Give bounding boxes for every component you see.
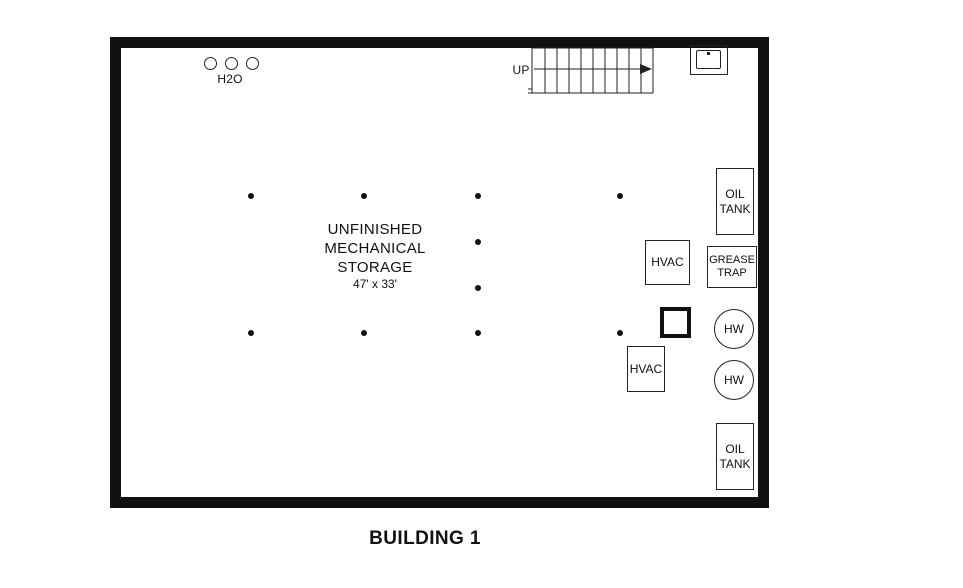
water-heater-lower: HW xyxy=(714,360,754,400)
building-outer-wall xyxy=(110,37,769,508)
hvac-lower: HVAC xyxy=(627,346,665,392)
hvac-upper-label: HVAC xyxy=(651,255,684,269)
hw-lower-label: HW xyxy=(724,373,744,387)
grease-trap: GREASE TRAP xyxy=(707,246,757,288)
room-size: 47' x 33' xyxy=(353,277,397,291)
oil-tank-top: OIL TANK xyxy=(716,168,754,235)
structural-post xyxy=(475,193,481,199)
room-name-line-3: STORAGE xyxy=(337,259,413,276)
structural-post xyxy=(475,239,481,245)
mechanical-chase xyxy=(660,307,691,338)
water-meter-1 xyxy=(204,57,217,70)
stairs xyxy=(528,47,654,94)
oil-tank-bottom-line-2: TANK xyxy=(719,456,751,471)
sink-basin xyxy=(696,50,721,69)
water-heater-upper: HW xyxy=(714,309,754,349)
hvac-lower-label: HVAC xyxy=(629,361,663,376)
room-name-line-2: MECHANICAL xyxy=(324,240,426,257)
h2o-label: H2O xyxy=(217,72,243,86)
room-name: UNFINISHED MECHANICAL STORAGE xyxy=(280,220,470,277)
oil-tank-bottom-line-1: OIL xyxy=(725,441,745,456)
structural-post xyxy=(617,193,623,199)
building-title: BUILDING 1 xyxy=(369,528,481,549)
room-name-line-1: UNFINISHED xyxy=(327,221,423,238)
structural-post xyxy=(248,193,254,199)
structural-post xyxy=(361,193,367,199)
structural-post xyxy=(617,330,623,336)
water-meter-3 xyxy=(246,57,259,70)
water-meter-2 xyxy=(225,57,238,70)
structural-post xyxy=(475,285,481,291)
structural-post xyxy=(248,330,254,336)
sink-faucet-icon xyxy=(707,52,710,55)
hvac-upper: HVAC xyxy=(645,240,690,285)
stairs-up-label: UP xyxy=(512,63,530,77)
utility-sink xyxy=(690,45,728,75)
grease-trap-line-2: TRAP xyxy=(717,267,747,279)
grease-trap-line-1: GREASE xyxy=(709,254,755,266)
hw-upper-label: HW xyxy=(724,322,744,336)
oil-tank-top-line-2: TANK xyxy=(719,201,751,216)
oil-tank-bottom: OIL TANK xyxy=(716,423,754,490)
structural-post xyxy=(475,330,481,336)
stairs-arrow-icon xyxy=(640,64,652,74)
structural-post xyxy=(361,330,367,336)
oil-tank-top-line-1: OIL xyxy=(725,186,745,201)
